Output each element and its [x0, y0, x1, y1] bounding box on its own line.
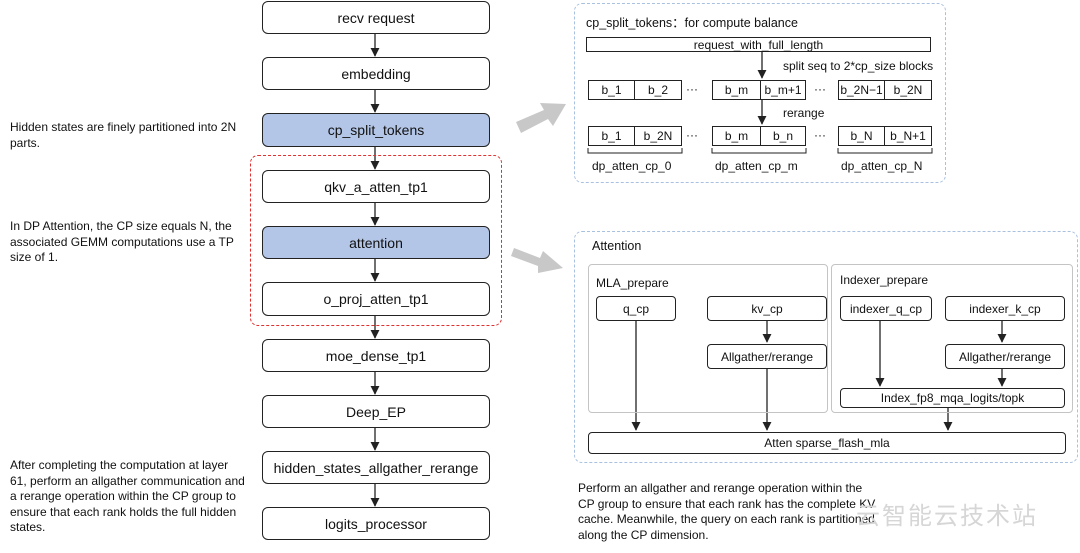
group-label: dp_atten_cp_m [715, 159, 798, 173]
mla-allgather-box: Allgather/rerange [707, 344, 827, 369]
ellipsis: ··· [686, 82, 698, 96]
group-bracket [587, 148, 683, 154]
rerange-label: rerange [783, 106, 825, 120]
block-cell: b_1 [588, 126, 635, 146]
cp-panel-title: cp_split_tokens：for compute balance [586, 16, 798, 30]
block-cell: b_m [712, 80, 761, 100]
node-attention: attention [262, 226, 490, 259]
note-dp-attention: In DP Attention, the CP size equals N, t… [10, 219, 234, 264]
node-logits-processor: logits_processor [262, 507, 490, 540]
node-cp-split-tokens: cp_split_tokens [262, 113, 490, 147]
indexer-prepare-title: Indexer_prepare [840, 273, 929, 287]
group-bracket [711, 148, 807, 154]
note-split: Hidden states are finely partitioned int… [10, 120, 237, 150]
gray-arrow-cp [516, 103, 566, 133]
block-cell: b_1 [588, 80, 635, 100]
block-cell: b_m [712, 126, 761, 146]
node-recv-request: recv request [262, 1, 490, 34]
indexer-k-cp-box: indexer_k_cp [945, 296, 1065, 321]
attention-panel-title: Attention [592, 239, 642, 253]
ellipsis: ··· [814, 128, 826, 142]
indexer-prepare-panel [831, 264, 1073, 413]
indexer-q-cp-box: indexer_q_cp [840, 296, 932, 321]
request-full-length-bar: request_with_full_length [586, 37, 931, 52]
gray-arrow-attn [511, 248, 563, 273]
index-logits-box: Index_fp8_mqa_logits/topk [840, 388, 1065, 408]
block-cell: b_N+1 [884, 126, 932, 146]
node-moe-dense: moe_dense_tp1 [262, 339, 490, 372]
block-cell: b_2N−1 [838, 80, 885, 100]
block-cell: b_2N [884, 80, 932, 100]
mla-prepare-panel [588, 264, 828, 413]
attention-panel [574, 231, 1078, 463]
group-label: dp_atten_cp_N [841, 159, 923, 173]
kv-cp-box: kv_cp [707, 296, 827, 321]
indexer-allgather-box: Allgather/rerange [945, 344, 1065, 369]
node-embedding: embedding [262, 57, 490, 90]
ellipsis: ··· [814, 82, 826, 96]
block-cell: b_2 [634, 80, 682, 100]
group-bracket [837, 148, 933, 154]
block-cell: b_N [838, 126, 885, 146]
block-cell: b_m+1 [760, 80, 806, 100]
node-qkv-a-atten: qkv_a_atten_tp1 [262, 170, 490, 203]
dp-attention-region [250, 155, 502, 326]
watermark: 云智能云技术站 [856, 503, 1038, 530]
split-label: split seq to 2*cp_size blocks [783, 59, 934, 73]
atten-sparse-flash-mla-box: Atten sparse_flash_mla [588, 432, 1066, 454]
node-deep-ep: Deep_EP [262, 395, 490, 428]
node-o-proj-atten: o_proj_atten_tp1 [262, 282, 490, 316]
ellipsis: ··· [686, 128, 698, 142]
node-hidden-states-allgather: hidden_states_allgather_rerange [262, 451, 490, 484]
note-allgather: After completing the computation at laye… [10, 458, 245, 534]
block-cell: b_2N [634, 126, 682, 146]
group-label: dp_atten_cp_0 [592, 159, 672, 173]
mla-prepare-title: MLA_prepare [596, 276, 669, 290]
cp-split-panel [574, 3, 946, 183]
block-cell: b_n [760, 126, 806, 146]
q-cp-box: q_cp [596, 296, 676, 321]
note-attention-allgather: Perform an allgather and rerange operati… [578, 481, 876, 542]
